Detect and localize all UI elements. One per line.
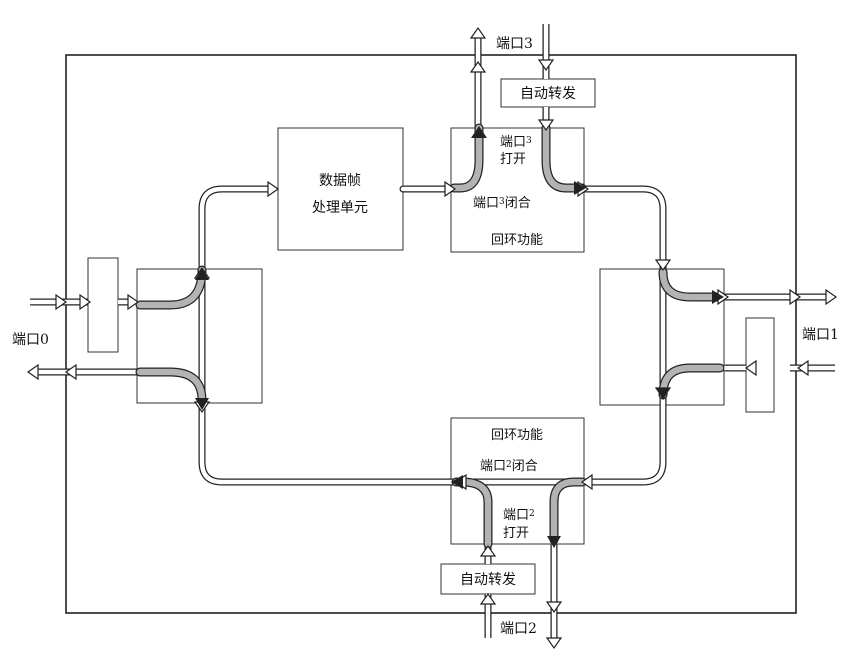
auto-forward-bottom-label: 自动转发 — [460, 572, 516, 588]
processing-unit-label-line1: 数据帧 — [319, 173, 361, 189]
ring-pipe — [198, 185, 667, 486]
port2-label: 端口2 — [500, 621, 537, 637]
port2-closed-label: 端口2闭合 — [480, 459, 538, 474]
device-frame — [65, 54, 797, 614]
bottom-loopback-label: 回环功能 — [491, 428, 543, 443]
port2-open-label-line2: 打开 — [503, 526, 529, 541]
port2-open-label-line1: 端口2 — [503, 508, 535, 523]
port3-label: 端口3 — [496, 36, 533, 52]
gray-path-tips — [195, 126, 724, 548]
port3-open-label-line2: 打开 — [500, 152, 526, 167]
port0-label: 端口0 — [12, 332, 49, 348]
port1-label: 端口1 — [802, 327, 839, 343]
port3-closed-label: 端口3闭合 — [473, 196, 531, 211]
auto-forward-top-box — [500, 78, 596, 108]
port3-open-label-line1: 端口3 — [500, 135, 532, 150]
processing-unit-label-line2: 处理单元 — [312, 200, 368, 216]
gray-active-paths — [135, 123, 725, 549]
port0-interface-block — [87, 257, 119, 353]
auto-forward-top-label: 自动转发 — [520, 86, 576, 102]
auto-forward-bottom-box — [440, 563, 536, 595]
top-loopback-label: 回环功能 — [491, 233, 543, 248]
frame-processing-unit-box — [277, 127, 404, 251]
